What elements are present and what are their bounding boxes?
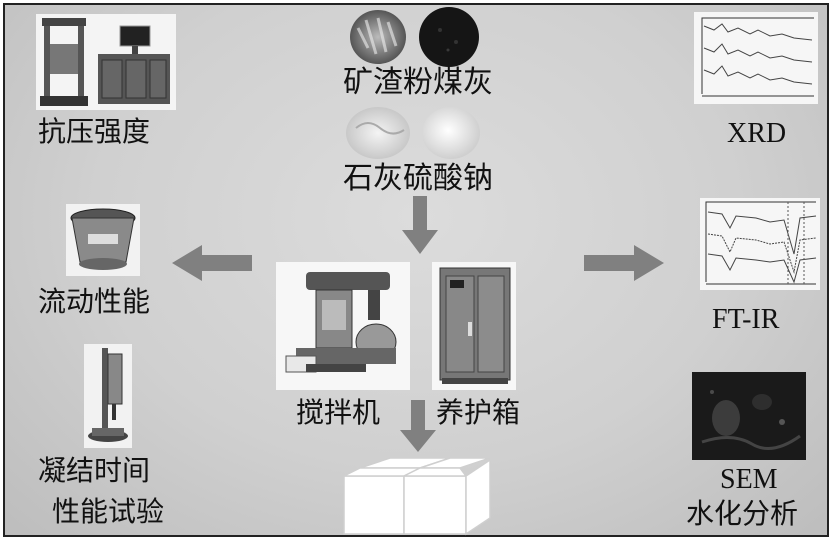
arrow-left-fluidity <box>172 245 252 281</box>
curing-box-label: 养护箱 <box>436 396 521 429</box>
fly-ash-photo <box>419 7 479 67</box>
setting-time-label-line1: 凝结时间 <box>38 454 151 487</box>
specimen-blocks-image <box>343 457 491 536</box>
setting-time-label-line2: 性能试验 <box>52 495 165 528</box>
compressive-strength-label: 抗压强度 <box>38 115 151 148</box>
ftir-label: FT-IR <box>712 304 780 335</box>
arrow-down-materials <box>402 196 438 254</box>
compression-machine-image <box>36 14 176 110</box>
vicat-apparatus-image <box>84 344 132 448</box>
xrd-label: XRD <box>727 118 787 149</box>
hydration-analysis-label: 水化分析 <box>686 497 799 530</box>
slag-photo <box>350 10 406 64</box>
sem-label: SEM <box>720 464 778 495</box>
xrd-pattern-image <box>694 12 818 104</box>
curing-box-image <box>432 262 516 390</box>
fluidity-label: 流动性能 <box>38 285 151 318</box>
arrow-right-analysis <box>584 245 664 281</box>
mixer-image <box>276 262 410 390</box>
lime-sulfate-label: 石灰硫酸钠 <box>343 161 493 196</box>
flow-mold-image <box>66 204 140 276</box>
arrow-down-specimens <box>400 400 436 452</box>
mixer-label: 搅拌机 <box>296 396 381 429</box>
slag-flyash-label: 矿渣粉煤灰 <box>343 65 493 100</box>
sem-micrograph-image <box>692 372 806 460</box>
ftir-spectrum-image <box>700 198 820 290</box>
lime-photo <box>346 107 410 159</box>
sodium-sulfate-photo <box>422 107 480 159</box>
